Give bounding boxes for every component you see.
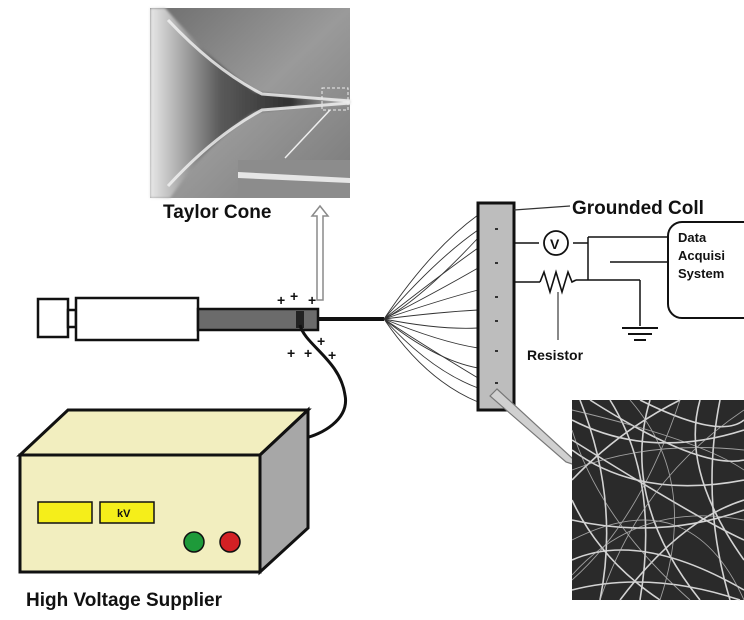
voltmeter-icon: V bbox=[543, 230, 569, 256]
svg-text:+: + bbox=[304, 345, 312, 361]
svg-text:+: + bbox=[328, 347, 336, 363]
data-acquisition-label-2: Acquisi bbox=[678, 248, 725, 263]
svg-text:V: V bbox=[550, 236, 560, 252]
resistor-icon bbox=[539, 269, 577, 340]
kv-label: kV bbox=[117, 508, 131, 520]
green-indicator bbox=[183, 531, 205, 553]
svg-text:+: + bbox=[308, 292, 316, 308]
ground-symbol-icon bbox=[622, 327, 658, 341]
hv-wire bbox=[298, 324, 347, 440]
voltage-display-left bbox=[37, 501, 93, 524]
svg-text:+: + bbox=[277, 292, 285, 308]
red-indicator bbox=[219, 531, 241, 553]
nanofiber-micrograph bbox=[571, 399, 744, 601]
data-acquisition-label-1: Data bbox=[678, 230, 707, 245]
measurement-circuit bbox=[514, 236, 668, 326]
high-voltage-supplier: kV bbox=[16, 406, 312, 576]
grounded-collector-label: Grounded Coll bbox=[572, 198, 704, 219]
fiber-jet bbox=[383, 214, 479, 403]
svg-text:+: + bbox=[287, 345, 295, 361]
taylor-cone-photo bbox=[150, 8, 351, 198]
svg-text:+: + bbox=[317, 333, 325, 349]
arrow-up-icon bbox=[310, 204, 330, 301]
grounded-collector bbox=[476, 201, 516, 412]
arrow-to-micrograph bbox=[489, 388, 580, 468]
charge-symbols: + + + + + + + bbox=[277, 288, 336, 363]
voltage-display-kv bbox=[99, 501, 155, 524]
syringe-icon bbox=[36, 296, 384, 342]
svg-text:+: + bbox=[290, 288, 298, 304]
data-acquisition-box bbox=[667, 221, 744, 319]
high-voltage-supplier-label: High Voltage Supplier bbox=[26, 590, 223, 611]
taylor-cone-label: Taylor Cone bbox=[163, 202, 271, 223]
resistor-label: Resistor bbox=[527, 347, 584, 363]
data-acquisition-label-3: System bbox=[678, 266, 724, 281]
